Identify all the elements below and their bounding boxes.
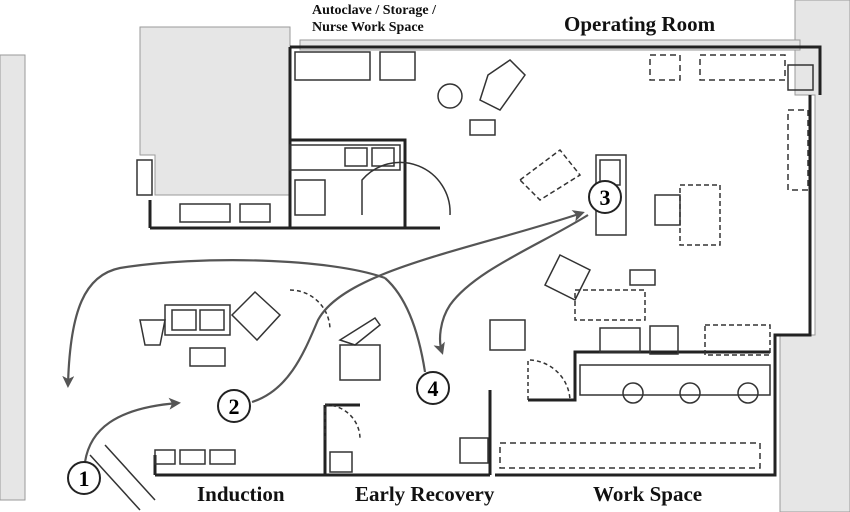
label-work-space: Work Space <box>590 482 706 507</box>
path-arrow-to-left <box>62 259 386 388</box>
label-autoclave-line1: Autoclave / Storage / <box>312 3 437 18</box>
label-early-recovery: Early Recovery <box>352 482 498 507</box>
walls <box>148 45 822 477</box>
marker-4-label: 4 <box>428 376 439 401</box>
flow-arrows <box>62 210 589 463</box>
label-autoclave-line2: Nurse Work Space <box>312 20 424 35</box>
path-arrow-3-to-4 <box>433 214 589 355</box>
marker-1-label: 1 <box>79 466 90 491</box>
marker-3: 3 <box>588 180 622 214</box>
furniture <box>89 51 814 511</box>
marker-3-label: 3 <box>600 185 611 210</box>
label-induction: Induction <box>194 482 288 507</box>
marker-2: 2 <box>217 389 251 423</box>
path-arrow-return <box>384 277 427 373</box>
path-arrow-1-to-2 <box>83 397 181 463</box>
marker-4: 4 <box>416 371 450 405</box>
label-autoclave-storage: Autoclave / Storage / Nurse Work Space <box>309 2 440 36</box>
marker-1: 1 <box>67 461 101 495</box>
marker-2-label: 2 <box>229 394 240 419</box>
path-arrow-2-to-3 <box>251 210 585 404</box>
label-operating-room: Operating Room <box>560 12 720 37</box>
